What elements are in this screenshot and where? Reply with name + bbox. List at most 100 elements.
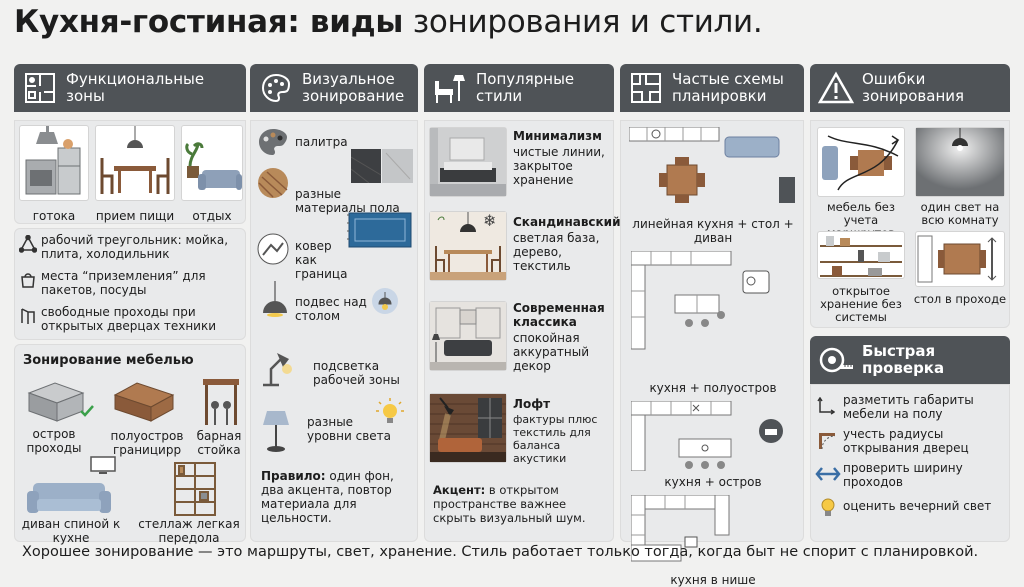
visual-label-pendant: подвес над столом (295, 295, 367, 323)
header-functional-zones: Функциональные зоны (14, 64, 246, 112)
dimensions-icon (817, 396, 836, 419)
column-functional-zones: Функциональные зоны гото (14, 64, 246, 545)
furniture-zoning-card: Зонирование мебелью остров проходы полуо… (14, 344, 246, 545)
width-arrows-icon (815, 465, 841, 487)
evening-bulb-icon (819, 497, 837, 523)
zones-card: готока прием пищи отдых (14, 120, 246, 224)
list-item-triangle: рабочий треугольник: мойка, плита, холод… (41, 233, 229, 261)
quick-check-header: Быстрая проверка (810, 336, 1010, 384)
visual-rule: Правило: один фон, два акцента, повтор м… (261, 469, 394, 525)
island-icon (23, 379, 89, 429)
visual-label-palette: палитра (295, 135, 348, 149)
style-name-loft: Лофт (513, 397, 551, 411)
layout-label-linear: линейная кухня + стол + диван (632, 217, 794, 245)
check-icon (79, 403, 95, 423)
zone-label-lounge: отдых (192, 209, 232, 223)
table-passage-error-image (915, 231, 1005, 287)
header-errors: Ошибки зонирования (810, 64, 1010, 112)
pendant-icon (259, 281, 291, 329)
page-title: Кухня-гостиная: виды зонирования и стили… (14, 4, 763, 40)
style-desc-modern-classic: спокойная аккуратный декор (513, 331, 590, 373)
furniture-label-island: остров проходы (26, 427, 82, 455)
loft-image (429, 393, 507, 463)
header-title: Частые схемы планировки (672, 70, 784, 105)
triangle-icon (18, 234, 38, 257)
island-layout-plan (630, 400, 791, 475)
snowflake-icon: ❄ (483, 211, 497, 230)
visual-label-levels: разные уровни света (307, 415, 391, 443)
tv-icon (89, 455, 117, 479)
check-item-radius: учесть радиусы открывания дверец (843, 427, 969, 455)
sofa-back-icon (23, 479, 115, 519)
kitchen-icon (25, 126, 81, 195)
style-desc-scandinavian: светлая база, дерево, текстиль (513, 231, 600, 273)
furniture-label-shelf: стеллаж легкая передола (138, 517, 240, 545)
list-item-landing: места “приземления” для пакетов, посуды (41, 269, 206, 297)
styles-card: Минимализм чистые линии, закрытое хранен… (424, 120, 621, 542)
style-name-modern-classic: Современная классика (513, 301, 605, 329)
lamp-chair-icon (430, 68, 470, 108)
header-visual-zoning: Визуальное зонирование (250, 64, 418, 112)
sofa-icon (185, 142, 242, 190)
warning-icon (816, 68, 856, 108)
furniture-title: Зонирование мебелью (23, 353, 194, 368)
shelf-icon (173, 461, 217, 521)
column-errors: Ошибки зонирования мебель без учета марш… (810, 64, 1010, 542)
list-item-passages: свободные проходы при открытых дверцах т… (41, 305, 217, 333)
tape-measure-icon (816, 340, 856, 380)
palette-icon (256, 68, 296, 108)
quick-check-card: разметить габариты мебели на полу учесть… (810, 384, 1010, 542)
header-title: Визуальное зонирование (302, 70, 405, 105)
check-item-dimensions: разметить габариты мебели на полу (843, 393, 974, 421)
visual-label-floor: разные материалы пола (295, 187, 400, 215)
layout-label-island: кухня + остров (664, 475, 762, 489)
style-desc-loft: фактуры плюс текстиль для баланса акусти… (513, 413, 598, 465)
visual-zoning-card: палитра разные материалы пола ковер как … (250, 120, 418, 542)
lounge-image (181, 125, 243, 201)
function-list-card: рабочий треугольник: мойка, плита, холод… (14, 228, 246, 340)
palette-small-icon (257, 127, 289, 161)
header-layouts: Частые схемы планировки (620, 64, 804, 112)
error-label-table: стол в проходе (913, 292, 1007, 306)
modern-classic-image (429, 301, 507, 371)
style-desc-minimalism: чистые линии, закрытое хранение (513, 145, 605, 187)
furniture-label-sofa: диван спиной к кухне (21, 517, 121, 545)
layouts-card: линейная кухня + стол + диван кухня + по… (620, 120, 804, 587)
kitchen-image (19, 125, 89, 201)
floorplan-icon (20, 68, 60, 108)
zone-label-cooking: готока (32, 209, 76, 223)
check-item-width: проверить ширину проходов (843, 461, 963, 489)
bulb-icon (375, 397, 405, 435)
column-layouts: Частые схемы планировки линейная кухня +… (620, 64, 804, 587)
work-lamp-icon (257, 347, 297, 391)
error-label-light: один свет на всю комнату (920, 200, 1000, 227)
open-storage-error-image (817, 231, 905, 279)
column-styles: Популярные стили Минимализм чистые линии… (424, 64, 621, 542)
header-title: Функциональные зоны (66, 70, 205, 105)
layout-label-peninsula: кухня + полуостров (649, 381, 777, 395)
linear-layout-plan (628, 126, 799, 217)
furniture-label-bar: барная стойка (196, 429, 242, 457)
styles-accent: Акцент: в открытом пространстве важнее с… (433, 483, 586, 525)
parquet-icon (257, 167, 289, 203)
niche-layout-plan (630, 494, 791, 569)
errors-card: мебель без учета маршрутов один свет на … (810, 120, 1010, 328)
pendant-light-icon (371, 287, 399, 319)
rug-image (347, 211, 413, 253)
zone-label-dining: прием пищи (95, 209, 175, 223)
quick-check-title: Быстрая проверка (862, 342, 945, 377)
bar-icon (199, 375, 243, 431)
peninsula-icon (111, 377, 177, 429)
furniture-label-peninsula: полуостров границирр (110, 429, 184, 457)
single-light-error-image (915, 127, 1005, 197)
peninsula-layout-plan (630, 250, 791, 365)
header-title: Ошибки зонирования (862, 70, 965, 105)
error-label-storage: открытое хранение без системы (820, 284, 902, 324)
dining-icon (100, 126, 170, 194)
column-visual-zoning: Визуальное зонирование палитра разные ма… (250, 64, 418, 542)
floor-materials-image (350, 149, 413, 187)
door-radius-icon (817, 431, 837, 455)
doors-icon (19, 307, 37, 329)
dining-image (95, 125, 175, 201)
rug-border-icon (257, 233, 289, 269)
